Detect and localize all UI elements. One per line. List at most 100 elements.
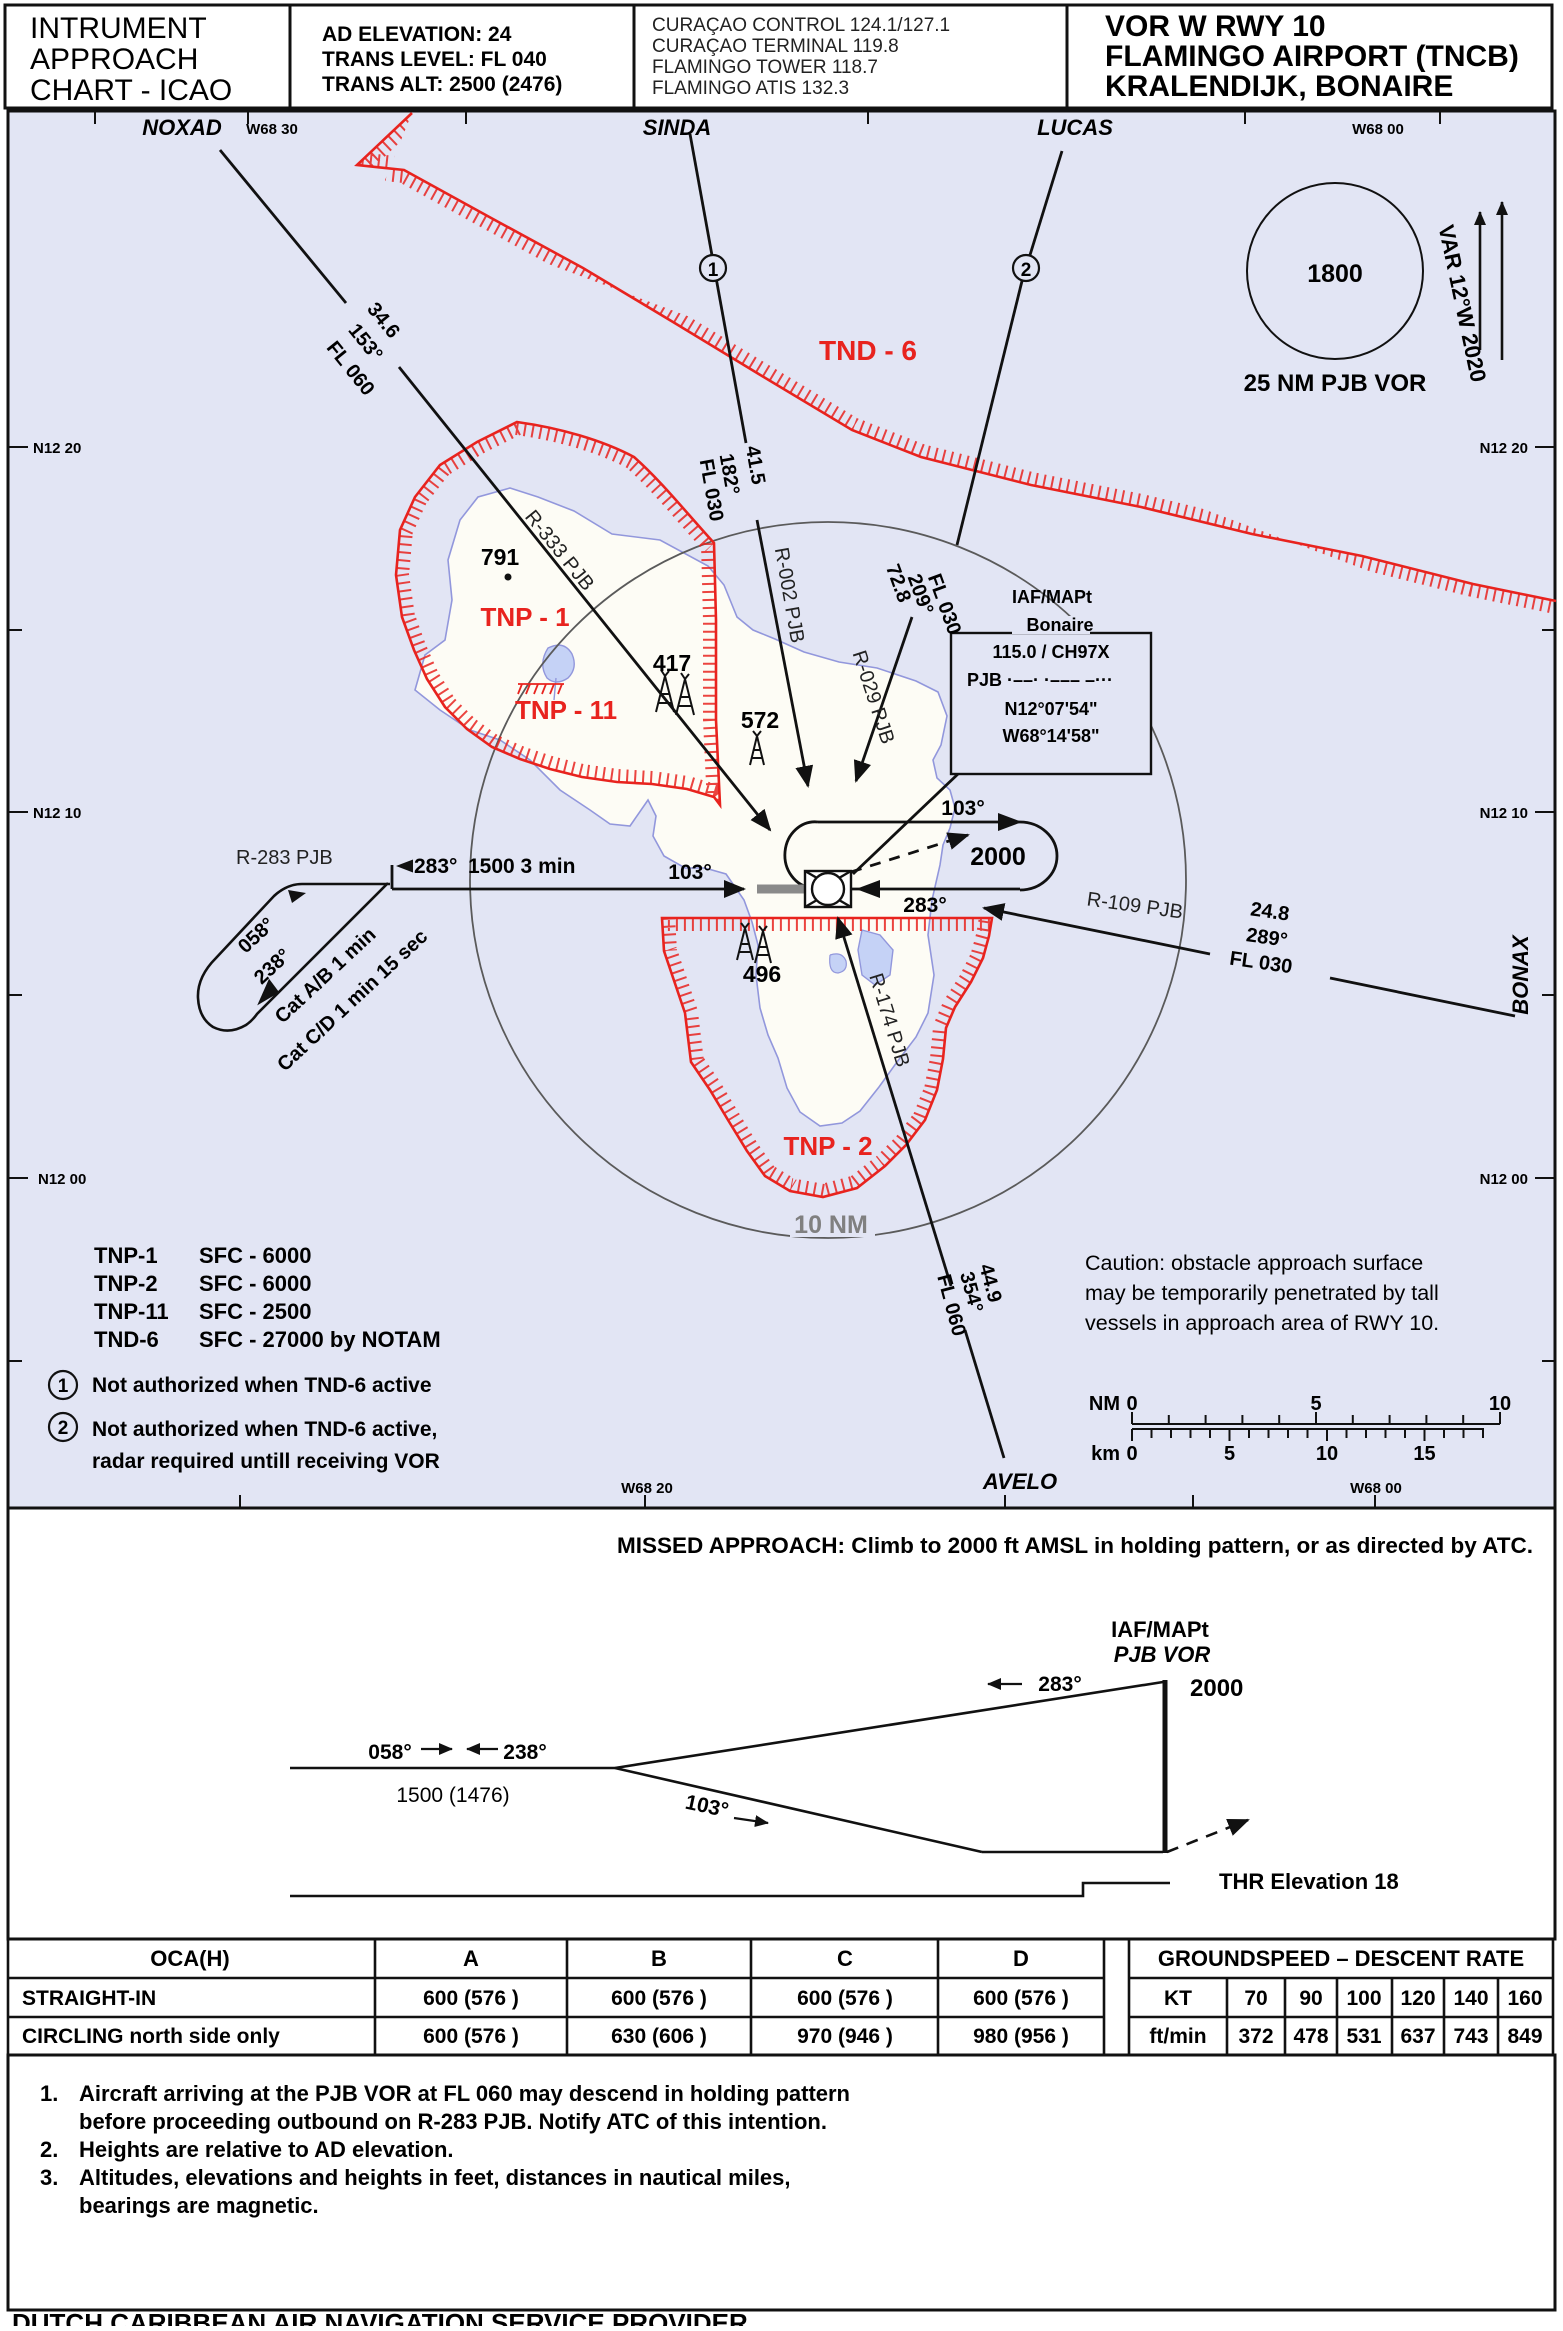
svg-text:LUCAS: LUCAS (1037, 115, 1113, 140)
svg-text:TND - 6: TND - 6 (819, 335, 917, 366)
svg-text:283°: 283° (903, 894, 946, 917)
svg-text:15: 15 (1413, 1443, 1435, 1465)
svg-text:TNP-2: TNP-2 (94, 1271, 158, 1296)
svg-text:100: 100 (1346, 1987, 1381, 2010)
svg-text:1.: 1. (40, 2081, 58, 2106)
svg-text:160: 160 (1507, 1987, 1542, 2010)
svg-text:600 (576 ): 600 (576 ) (423, 2025, 519, 2048)
svg-text:103°: 103° (941, 797, 984, 820)
svg-text:W68 30: W68 30 (246, 121, 298, 138)
svg-text:N12 10: N12 10 (33, 805, 81, 822)
svg-text:496: 496 (743, 961, 781, 987)
svg-text:KT: KT (1164, 1987, 1192, 2010)
svg-text:600 (576 ): 600 (576 ) (797, 1987, 893, 2010)
svg-text:2000: 2000 (1190, 1675, 1243, 1702)
svg-text:N12 00: N12 00 (1480, 1171, 1528, 1188)
svg-text:INTRUMENT: INTRUMENT (30, 12, 207, 45)
svg-text:N12 00: N12 00 (38, 1171, 86, 1188)
svg-text:FLAMINGO ATIS 132.3: FLAMINGO ATIS 132.3 (652, 78, 849, 99)
svg-text:Altitudes, elevations and heig: Altitudes, elevations and heights in fee… (79, 2165, 791, 2190)
svg-text:Bonaire: Bonaire (1026, 615, 1093, 635)
svg-text:SFC - 6000: SFC - 6000 (199, 1243, 312, 1268)
svg-text:SINDA: SINDA (643, 115, 711, 140)
svg-text:103°: 103° (668, 861, 711, 884)
svg-text:SFC - 27000 by NOTAM: SFC - 27000 by NOTAM (199, 1327, 441, 1352)
svg-text:A: A (463, 1946, 479, 1971)
svg-text:572: 572 (741, 707, 779, 733)
svg-text:ft/min: ft/min (1149, 2025, 1206, 2048)
svg-text:DUTCH CARIBBEAN AIR NAVIGATION: DUTCH CARIBBEAN AIR NAVIGATION SERVICE P… (12, 2308, 748, 2326)
svg-text:km: km (1091, 1443, 1120, 1465)
svg-text:1500 (1476): 1500 (1476) (396, 1784, 509, 1807)
svg-text:TNP - 2: TNP - 2 (783, 1131, 872, 1161)
svg-text:1: 1 (58, 1376, 69, 1397)
svg-text:NOXAD: NOXAD (142, 115, 222, 140)
svg-text:600 (576 ): 600 (576 ) (611, 1987, 707, 2010)
svg-text:791: 791 (481, 544, 520, 570)
svg-text:KRALENDIJK, BONAIRE: KRALENDIJK, BONAIRE (1105, 70, 1453, 103)
svg-text:W68 20: W68 20 (621, 1480, 673, 1497)
svg-text:1: 1 (708, 260, 719, 281)
svg-text:Heights are relative to AD ele: Heights are relative to AD elevation. (79, 2137, 454, 2162)
svg-text:W68°14'58": W68°14'58" (1002, 726, 1099, 746)
svg-text:TRANS ALT: 2500 (2476): TRANS ALT: 2500 (2476) (322, 73, 562, 96)
svg-text:TRANS LEVEL: FL 040: TRANS LEVEL: FL 040 (322, 48, 547, 71)
svg-text:N12 20: N12 20 (1480, 440, 1528, 457)
svg-text:372: 372 (1238, 2025, 1273, 2048)
svg-text:THR Elevation 18: THR Elevation 18 (1219, 1869, 1399, 1894)
svg-text:0: 0 (1126, 1393, 1137, 1415)
svg-text:5: 5 (1310, 1393, 1321, 1415)
svg-text:90: 90 (1299, 1987, 1322, 2010)
svg-text:FLAMINGO AIRPORT (TNCB): FLAMINGO AIRPORT (TNCB) (1105, 40, 1519, 73)
svg-text:IAF/MAPt: IAF/MAPt (1012, 587, 1092, 607)
svg-text:283°: 283° (414, 855, 457, 878)
svg-text:N12 20: N12 20 (33, 440, 81, 457)
svg-text:PJB ·––· ·––– –···: PJB ·––· ·––– –··· (967, 670, 1113, 690)
svg-text:058°: 058° (368, 1741, 411, 1764)
svg-text:2: 2 (58, 1418, 69, 1439)
svg-text:OCA(H): OCA(H) (150, 1946, 229, 1971)
svg-text:Caution: obstacle approach sur: Caution: obstacle approach surface (1085, 1251, 1423, 1275)
svg-text:CIRCLING north side only: CIRCLING north side only (22, 2025, 280, 2048)
svg-text:3.: 3. (40, 2165, 58, 2190)
svg-text:2: 2 (1021, 260, 1032, 281)
svg-text:W68 00: W68 00 (1352, 121, 1404, 138)
svg-text:bearings are magnetic.: bearings are magnetic. (79, 2193, 319, 2218)
svg-text:APPROACH: APPROACH (30, 43, 198, 76)
svg-text:CURAÇAO CONTROL 124.1/127.1: CURAÇAO CONTROL 124.1/127.1 (652, 15, 950, 36)
svg-text:BONAX: BONAX (1508, 934, 1533, 1015)
svg-text:before proceeding outbound on: before proceeding outbound on R-283 PJB.… (79, 2109, 827, 2134)
svg-text:vessels in approach area of RW: vessels in approach area of RWY 10. (1085, 1311, 1439, 1335)
svg-text:FLAMINGO TOWER 118.7: FLAMINGO TOWER 118.7 (652, 57, 878, 78)
svg-text:0: 0 (1126, 1443, 1137, 1465)
svg-text:NM: NM (1089, 1393, 1120, 1415)
svg-text:SFC - 2500: SFC - 2500 (199, 1299, 312, 1324)
svg-text:10 NM: 10 NM (794, 1211, 868, 1239)
svg-text:TNP - 11: TNP - 11 (515, 695, 617, 725)
svg-text:TNP-1: TNP-1 (94, 1243, 158, 1268)
svg-text:5: 5 (1224, 1443, 1235, 1465)
svg-text:Not authorized when TND-6 acti: Not authorized when TND-6 active, (92, 1418, 437, 1441)
svg-text:478: 478 (1293, 2025, 1328, 2048)
svg-text:MISSED APPROACH: Climb to 2000: MISSED APPROACH: Climb to 2000 ft AMSL i… (617, 1533, 1533, 1558)
svg-text:25 NM PJB VOR: 25 NM PJB VOR (1244, 370, 1427, 397)
svg-text:10: 10 (1316, 1443, 1338, 1465)
svg-text:70: 70 (1244, 1987, 1267, 2010)
svg-text:600 (576 ): 600 (576 ) (973, 1987, 1069, 2010)
svg-text:970 (946 ): 970 (946 ) (797, 2025, 893, 2048)
svg-text:120: 120 (1400, 1987, 1435, 2010)
svg-text:630 (606 ): 630 (606 ) (611, 2025, 707, 2048)
svg-text:24.8: 24.8 (1249, 898, 1291, 925)
svg-text:AVELO: AVELO (982, 1469, 1057, 1494)
svg-text:may be temporarily penetrated: may be temporarily penetrated by tall (1085, 1281, 1439, 1305)
svg-text:637: 637 (1400, 2025, 1435, 2048)
svg-text:1800: 1800 (1307, 260, 1363, 288)
svg-text:140: 140 (1453, 1987, 1488, 2010)
svg-text:238°: 238° (503, 1741, 546, 1764)
svg-text:CHART - ICAO: CHART - ICAO (30, 74, 232, 107)
svg-text:115.0 / CH97X: 115.0 / CH97X (992, 642, 1109, 662)
svg-text:417: 417 (653, 650, 691, 676)
svg-text:2000: 2000 (970, 843, 1026, 871)
svg-text:980 (956 ): 980 (956 ) (973, 2025, 1069, 2048)
svg-text:R-283 PJB: R-283 PJB (236, 847, 333, 869)
